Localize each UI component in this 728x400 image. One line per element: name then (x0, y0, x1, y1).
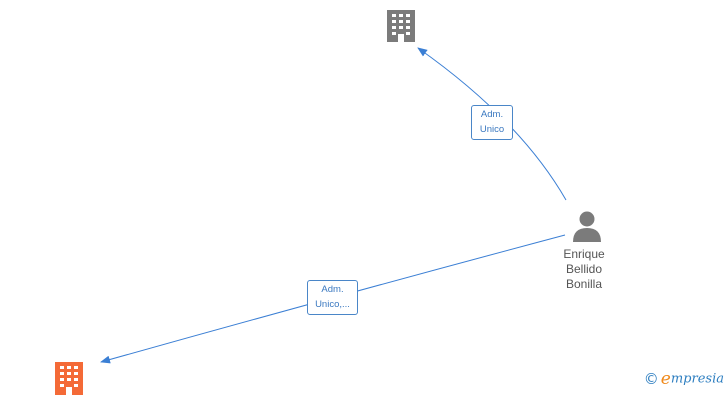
person-icon[interactable] (573, 211, 601, 243)
empresia-logo: ©empresia (644, 369, 724, 389)
edge-label-bottom[interactable]: Adm. Unico,... (307, 280, 358, 315)
edge-label-bottom-line-2: Unico,... (315, 299, 350, 310)
person-name-line-3: Bonilla (565, 277, 603, 291)
brand-first-letter: e (660, 369, 671, 389)
edge-label-top[interactable]: Adm. Unico (471, 105, 513, 140)
brand-name-rest: mpresia (670, 371, 724, 387)
company-top-building-icon[interactable] (387, 10, 415, 42)
edge-label-top-line-2: Unico (479, 124, 505, 135)
edge-label-bottom-line-1: Adm. (321, 284, 344, 295)
copyright-symbol: © (643, 370, 659, 388)
person-name[interactable]: Enrique Bellido Bonilla (552, 247, 616, 292)
edge-label-top-line-1: Adm. (480, 109, 504, 120)
company-bottom-building-icon[interactable] (55, 362, 83, 395)
person-name-line-2: Bellido (565, 262, 603, 276)
person-name-line-1: Enrique (563, 247, 605, 261)
